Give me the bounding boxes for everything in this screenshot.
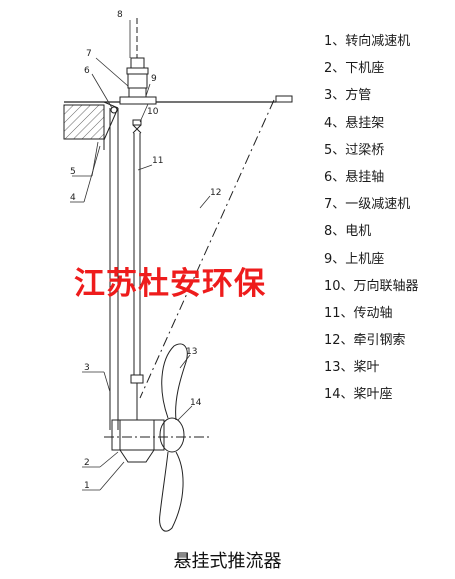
callout-3: 3 [84,363,90,373]
legend-item: 11、传动轴 [324,305,393,321]
callout-5: 5 [70,167,76,177]
legend-item: 1、转向减速机 [324,34,411,49]
propeller-blades [159,343,188,532]
legend-item: 3、方管 [324,88,372,104]
traction-cable [139,99,275,399]
callout-4: 4 [70,193,76,203]
callout-1: 1 [84,481,90,491]
callout-11: 11 [152,156,163,166]
legend-item: 6、悬挂轴 [324,169,385,185]
legend-item: 10、万向联轴器 [324,278,419,294]
parts-legend: 1、转向减速机 2、下机座 3、方管 4、悬挂架 5、过梁桥 6、悬挂轴 7、一… [324,28,454,409]
legend-item: 13、桨叶 [324,360,380,376]
suspension-axle [110,106,118,114]
legend-item: 12、牵引钢索 [324,333,406,349]
callout-13: 13 [186,347,197,357]
callout-12: 12 [210,188,221,198]
figure-caption: 悬挂式推流器 [173,551,282,572]
legend-item: 9、上机座 [324,251,385,267]
legend-item: 5、过梁桥 [324,142,385,158]
callout-10: 10 [147,107,159,117]
legend-item: 14、桨叶座 [324,387,393,403]
transmission-shaft [130,133,144,420]
legend-item: 2、下机座 [324,61,385,77]
watermark-company: 江苏杜安环保 [74,266,266,302]
callout-14: 14 [190,398,202,408]
callout-8: 8 [117,10,123,20]
steering-reducer [119,449,155,463]
universal-coupling [132,119,142,134]
walkway-platform [64,95,293,103]
upper-base [119,96,157,105]
legend-item: 4、悬挂架 [324,115,385,131]
callout-2: 2 [84,458,90,468]
legend-item: 8、电机 [324,224,372,240]
legend-item: 7、一级减速机 [324,197,411,213]
callout-6: 6 [84,66,90,76]
callout-9: 9 [151,74,157,84]
square-tube [109,108,119,430]
callout-7: 7 [86,49,92,59]
bridge-beam [63,104,105,150]
blade-seat [104,417,212,453]
